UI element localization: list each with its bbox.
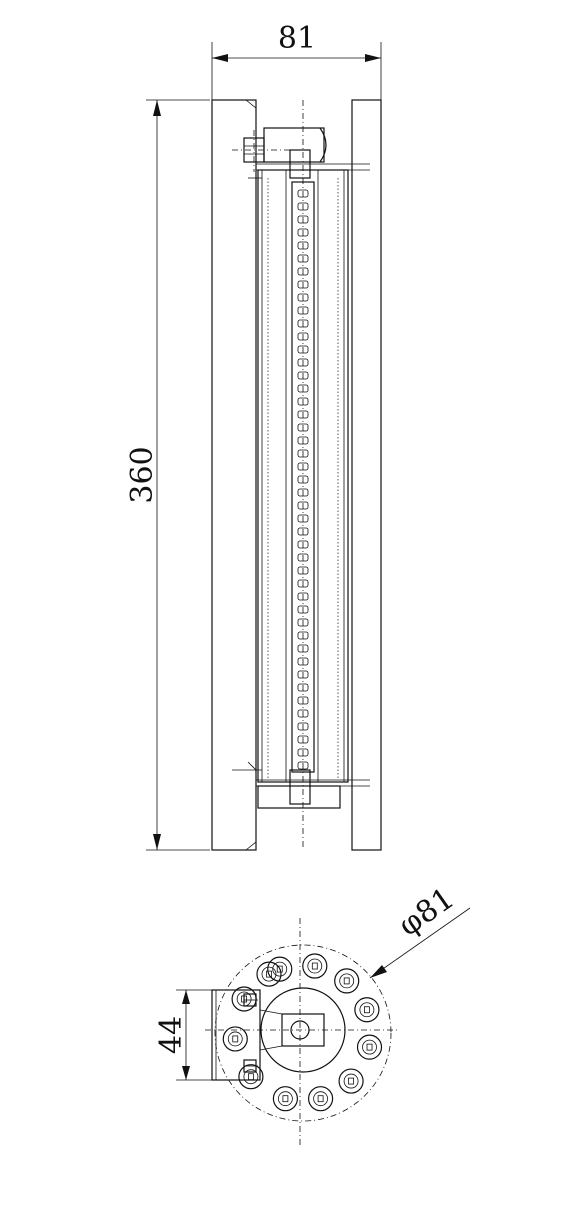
bracket-dimension: 44 [154, 989, 212, 1081]
end-bracket [211, 989, 261, 1081]
lens-hole [267, 956, 293, 982]
width-dimension: 81 [211, 21, 382, 100]
bracket-dimension-label: 44 [154, 1016, 189, 1054]
right-rail [351, 99, 382, 851]
front-view: 81 360 [125, 21, 382, 851]
led-strip [291, 100, 315, 850]
diameter-dimension-label: φ81 [392, 881, 461, 944]
end-view: 44 φ81 [154, 881, 471, 1145]
lens-hole [354, 997, 380, 1023]
height-dimension: 360 [125, 99, 210, 851]
lens-hole [238, 1064, 264, 1090]
lens-hole [356, 1034, 383, 1060]
lens-hole [302, 953, 328, 979]
left-bracket-plate [211, 99, 257, 851]
end-hub [259, 987, 346, 1073]
outer-diameter-circle [214, 944, 392, 1122]
lens-hole [272, 1086, 299, 1112]
height-dimension-label: 360 [125, 446, 160, 503]
lens-hole [256, 961, 282, 987]
lens-ring [222, 953, 383, 1112]
lens-hole [231, 986, 257, 1012]
width-dimension-label: 81 [278, 21, 316, 56]
lens-hole [338, 1068, 364, 1094]
top-bolt-assembly [232, 127, 370, 179]
lens-hole [334, 968, 360, 994]
diameter-dimension: φ81 [369, 881, 471, 979]
bottom-bolt-assembly [232, 761, 370, 809]
lens-hole [222, 1026, 248, 1052]
lens-hole [307, 1086, 334, 1112]
